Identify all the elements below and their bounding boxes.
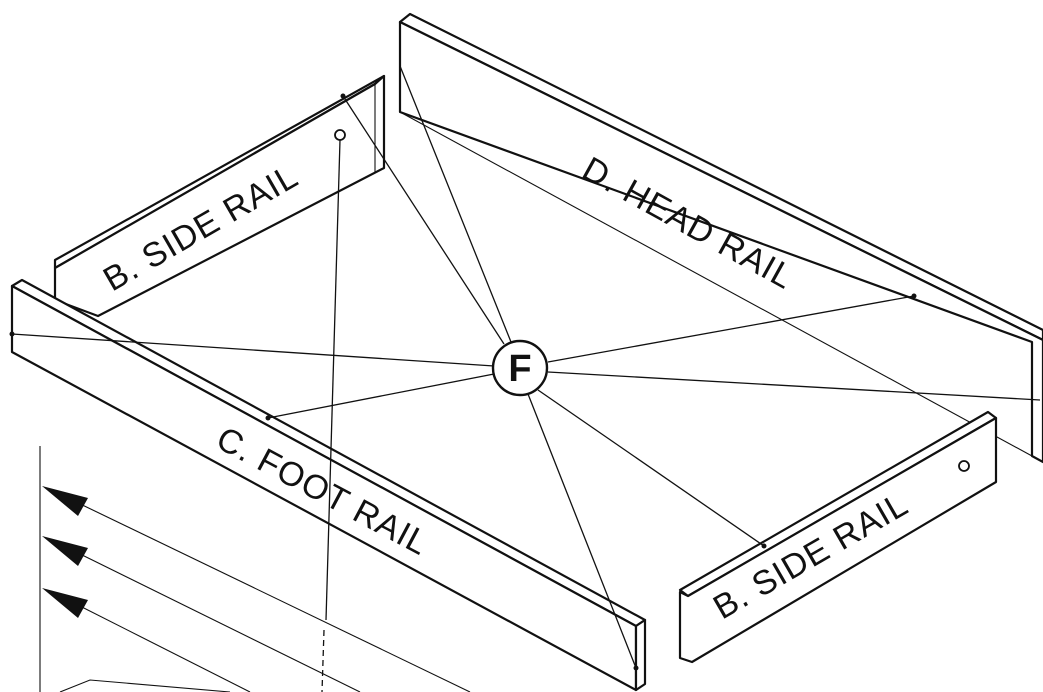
arrows-group: [39, 446, 471, 692]
foot-rail: [10, 278, 647, 692]
tension-cords: [11, 65, 1041, 692]
arrow-icon: [42, 486, 471, 692]
hole-icon: [958, 460, 970, 472]
hole-icon: [334, 129, 346, 141]
head-rail: [398, 12, 1043, 464]
arrow-icon: [42, 588, 251, 692]
center-hub-label: F: [508, 348, 531, 390]
center-hub: F: [491, 339, 549, 397]
side-rail-back: [53, 74, 386, 318]
side-rail-front: [678, 410, 998, 664]
arrow-icon: [42, 536, 361, 692]
